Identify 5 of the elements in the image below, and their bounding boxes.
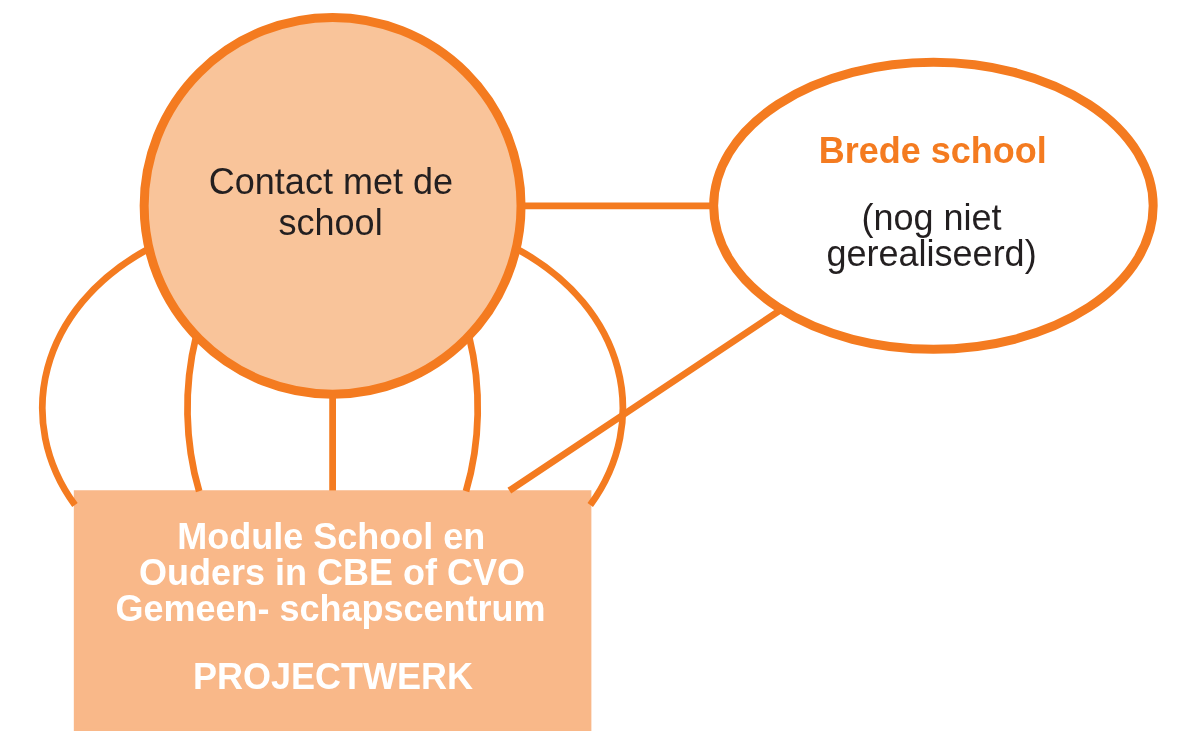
connector [183,336,202,493]
node-circle: Contact met de school [139,12,526,399]
connector [462,336,481,493]
node-ellipse: Brede school (nog niet gerealiseerd) [708,57,1158,354]
node-box: Module School en Ouders in CBE of CVO Gemeen- schapscentrum PROJECTWERK [73,490,591,731]
